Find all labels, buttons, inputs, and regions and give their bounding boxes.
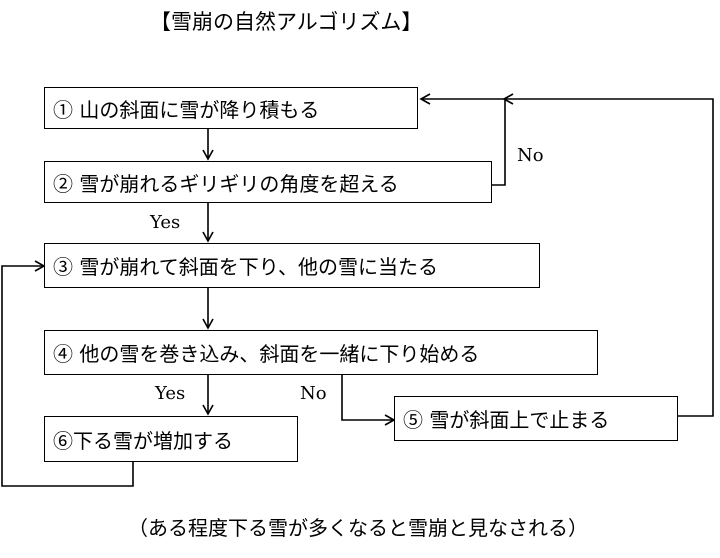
step-1-text: ① 山の斜面に雪が降り積もる	[53, 97, 320, 122]
arrow-5-to-1	[502, 93, 714, 417]
diagram-title: 【雪崩の自然アルゴリズム】	[150, 10, 423, 34]
step-2-text: ② 雪が崩れるギリギリの角度を超える	[53, 171, 399, 196]
arrow-4-to-5	[341, 375, 396, 426]
label-no-step2: No	[517, 145, 544, 166]
arrow-2-no-loop	[419, 93, 506, 186]
step-1-box: ① 山の斜面に雪が降り積もる	[44, 87, 418, 129]
label-no-step4: No	[300, 383, 327, 404]
label-yes-step2: Yes	[150, 212, 181, 233]
label-yes-step4: Yes	[155, 383, 186, 404]
step-5-box: ⑤ 雪が斜面上で止まる	[394, 396, 678, 441]
step-3-box: ③ 雪が崩れて斜面を下り、他の雪に当たる	[44, 243, 540, 288]
step-6-text: ⑥下る雪が増加する	[53, 428, 233, 453]
step-5-text: ⑤ 雪が斜面上で止まる	[403, 408, 610, 432]
step-4-box: ④ 他の雪を巻き込み、斜面を一緒に下り始める	[44, 330, 598, 375]
arrow-6-to-3	[1, 260, 134, 487]
step-3-text: ③ 雪が崩れて斜面を下り、他の雪に当たる	[53, 255, 438, 279]
step-2-box: ② 雪が崩れるギリギリの角度を超える	[44, 161, 492, 203]
footnote: （ある程度下る雪が多くなると雪崩と見なされる）	[128, 516, 588, 540]
step-4-text: ④ 他の雪を巻き込み、斜面を一緒に下り始める	[53, 342, 480, 366]
step-6-box: ⑥下る雪が増加する	[44, 416, 298, 462]
